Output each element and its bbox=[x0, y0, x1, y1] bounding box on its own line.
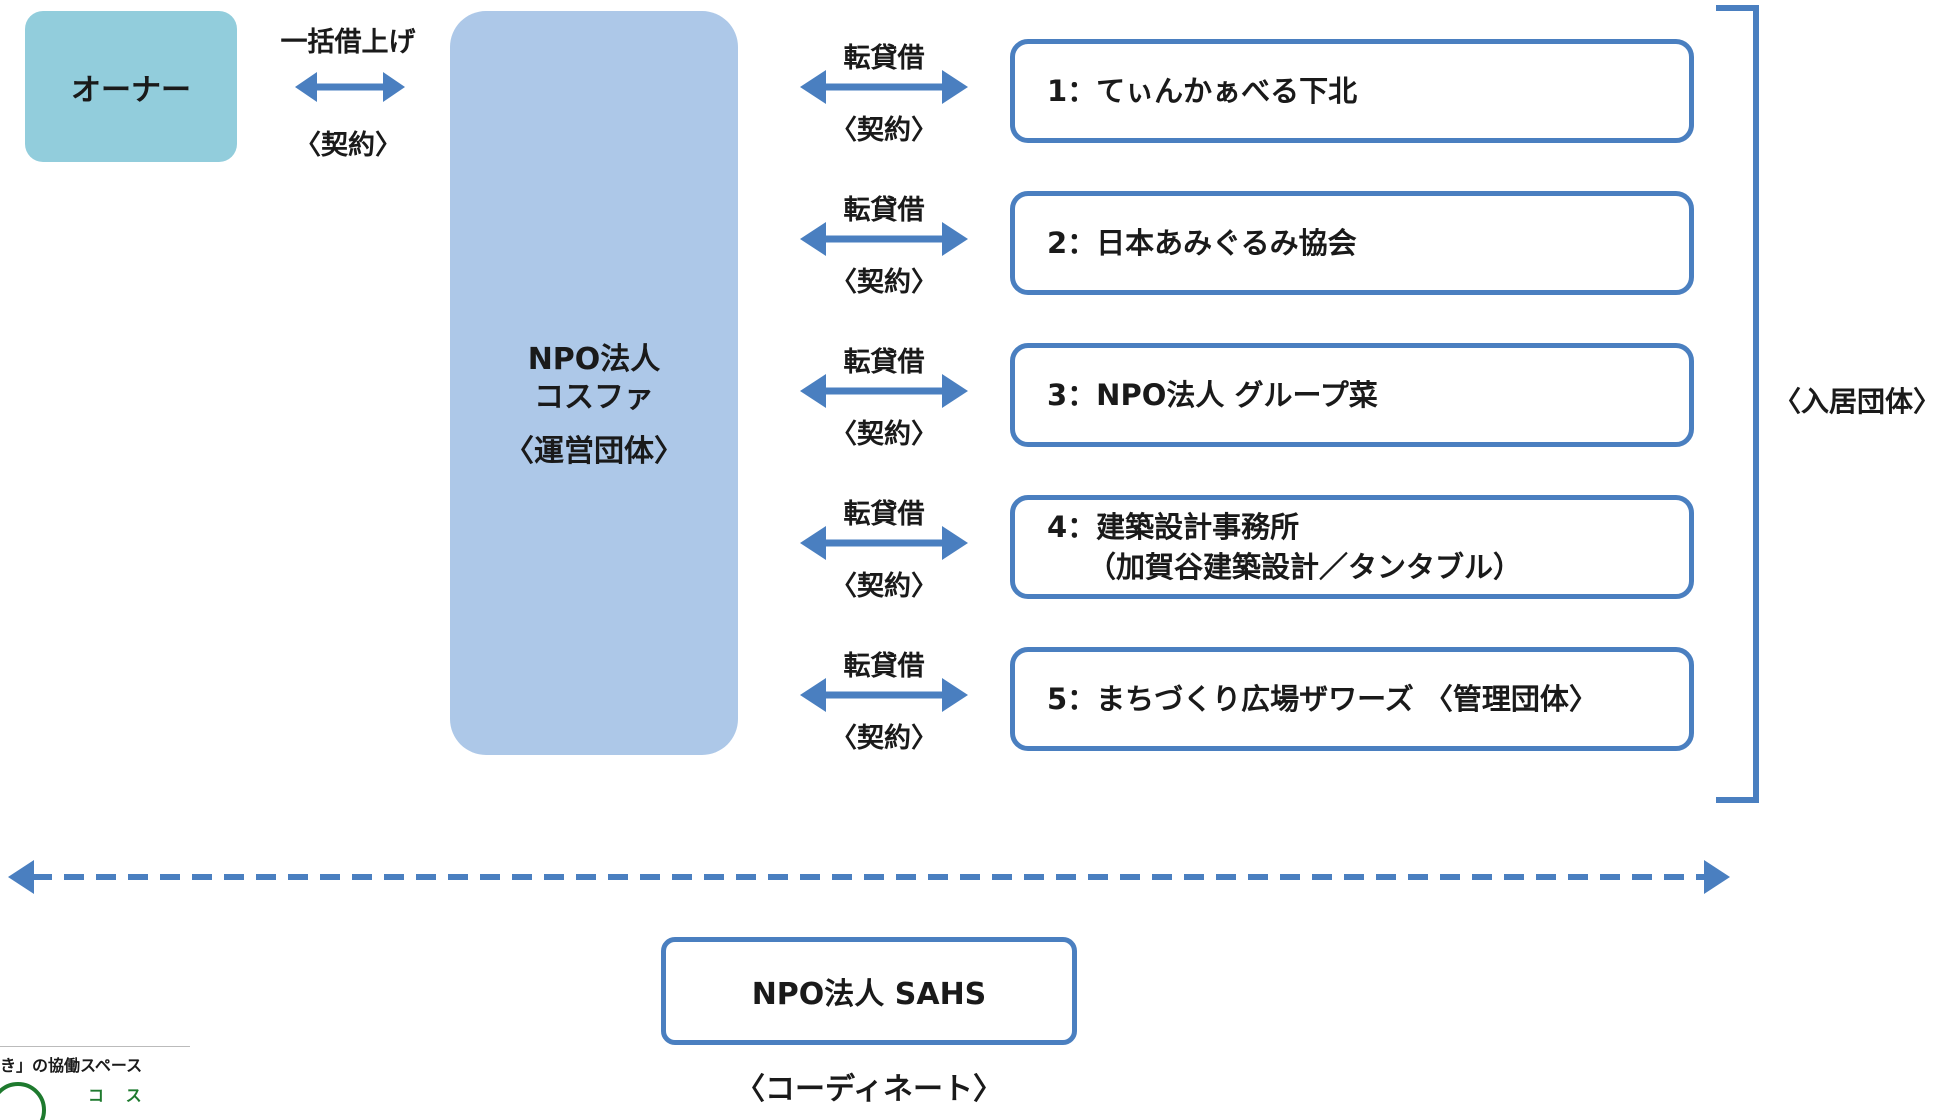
sublease-contract: 〈契約〉 bbox=[830, 571, 938, 602]
sublease-arrow bbox=[800, 678, 968, 712]
logo-ring bbox=[0, 1082, 46, 1120]
coordinator-box: NPO法人 SAHS bbox=[661, 937, 1077, 1045]
sublease-arrow bbox=[800, 526, 968, 560]
tenant-group-bracket bbox=[1716, 5, 1759, 803]
sublease-contract: 〈契約〉 bbox=[830, 723, 938, 754]
tenant-name: 1：てぃんかぁべる下北 bbox=[1047, 74, 1358, 108]
tenant-box: 2：日本あみぐるみ協会 bbox=[1010, 191, 1694, 295]
sublease-arrow bbox=[800, 374, 968, 408]
tenant-name: 4：建築設計事務所 bbox=[1047, 510, 1300, 544]
sublease-contract: 〈契約〉 bbox=[830, 267, 938, 298]
operator-box: NPO法人 コスファ 〈運営団体〉 bbox=[450, 11, 738, 755]
corner-fragment-text: き」の協働スペース bbox=[0, 1056, 143, 1075]
sublease-arrow bbox=[800, 222, 968, 256]
operator-name-line2: コスファ bbox=[534, 380, 654, 415]
logo-text: コ ス bbox=[88, 1086, 150, 1105]
sublease-title: 転貸借 bbox=[843, 43, 925, 74]
coordinator-role: 〈コーディネート〉 bbox=[735, 1072, 1003, 1107]
coordinator-name: NPO法人 SAHS bbox=[751, 977, 987, 1012]
sublease-title: 転貸借 bbox=[843, 347, 925, 378]
master-lease-title: 一括借上げ bbox=[280, 27, 416, 58]
sublease-title: 転貸借 bbox=[843, 195, 925, 226]
sublease-contract: 〈契約〉 bbox=[830, 115, 938, 146]
tenant-box: 3：NPO法人 グループ菜 bbox=[1010, 343, 1694, 447]
tenant-name: 3：NPO法人 グループ菜 bbox=[1047, 378, 1378, 412]
master-lease-contract: 〈契約〉 bbox=[294, 130, 402, 161]
operator-name-line1: NPO法人 bbox=[527, 342, 661, 377]
tenant-name: 5：まちづくり広場ザワーズ 〈管理団体〉 bbox=[1047, 682, 1598, 716]
sublease-arrow bbox=[800, 70, 968, 104]
owner-label: オーナー bbox=[71, 72, 191, 108]
coordination-arrow bbox=[8, 860, 1730, 894]
tenant-box: 1：てぃんかぁべる下北 bbox=[1010, 39, 1694, 143]
tenant-name: 2：日本あみぐるみ協会 bbox=[1047, 226, 1357, 260]
sublease-title: 転貸借 bbox=[843, 499, 925, 530]
operator-role: 〈運営団体〉 bbox=[504, 434, 684, 469]
master-lease-arrow bbox=[295, 72, 405, 102]
tenant-group-label: 〈入居団体〉 bbox=[1773, 385, 1941, 418]
sublease-title: 転貸借 bbox=[843, 651, 925, 682]
tenant-box: 5：まちづくり広場ザワーズ 〈管理団体〉 bbox=[1010, 647, 1694, 751]
owner-box: オーナー bbox=[25, 11, 237, 162]
sublease-contract: 〈契約〉 bbox=[830, 419, 938, 450]
tenant-box: 4：建築設計事務所 （加賀谷建築設計／タンタブル） bbox=[1010, 495, 1694, 599]
tenant-name-line2: （加賀谷建築設計／タンタブル） bbox=[1087, 550, 1523, 584]
corner-divider bbox=[0, 1046, 190, 1047]
